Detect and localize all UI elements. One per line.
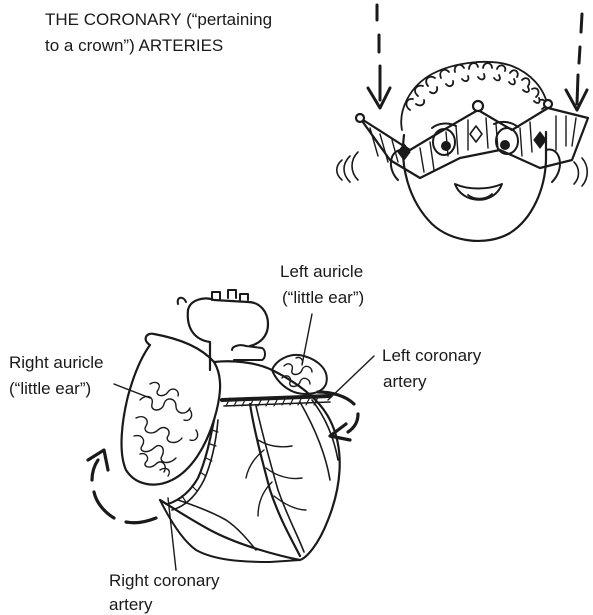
curved-arrow-icon (318, 392, 358, 440)
crowned-face-illustration (337, 5, 588, 241)
right-auricle-texture (134, 382, 198, 476)
down-arrow-icon (566, 14, 587, 110)
left-auricle-texture (282, 357, 312, 386)
hair-curls (401, 62, 548, 130)
heart-illustration (88, 290, 374, 570)
down-arrow-icon (368, 5, 390, 108)
curved-arrow-icon (88, 450, 156, 523)
